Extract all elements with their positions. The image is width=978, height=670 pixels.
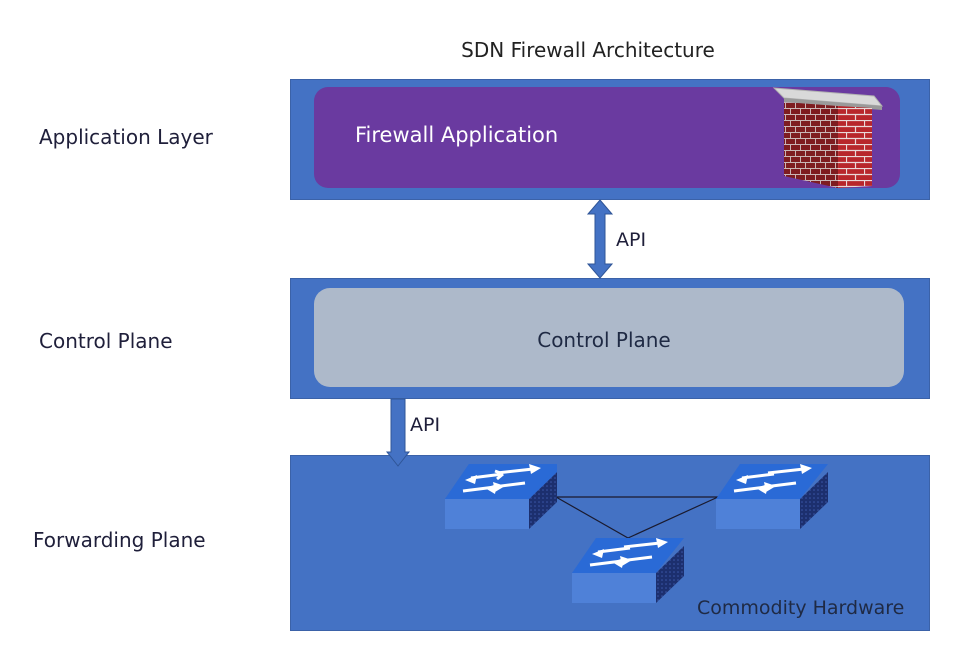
- top-api-label: API: [616, 229, 647, 251]
- brick-wall-icon: [772, 87, 884, 188]
- bottom-api-label: API: [410, 414, 441, 436]
- control-plane-label: Control Plane: [39, 329, 173, 353]
- network-switch-icon: [445, 464, 557, 529]
- diagram-title: SDN Firewall Architecture: [461, 38, 715, 62]
- switch-link-right: [627, 496, 719, 539]
- commodity-hardware-label: Commodity Hardware: [697, 597, 905, 619]
- forwarding-plane-label: Forwarding Plane: [33, 528, 206, 552]
- switch-link-left: [555, 496, 629, 539]
- bottom-api-arrow: [385, 398, 411, 467]
- control-plane-inner-box: [314, 288, 904, 387]
- application-layer-label: Application Layer: [39, 125, 213, 149]
- firewall-application-label: Firewall Application: [355, 123, 559, 147]
- network-switch-icon: [572, 538, 684, 603]
- network-switch-icon: [716, 464, 828, 529]
- control-plane-inner-label: Control Plane: [537, 328, 671, 352]
- top-api-arrow: [586, 199, 614, 279]
